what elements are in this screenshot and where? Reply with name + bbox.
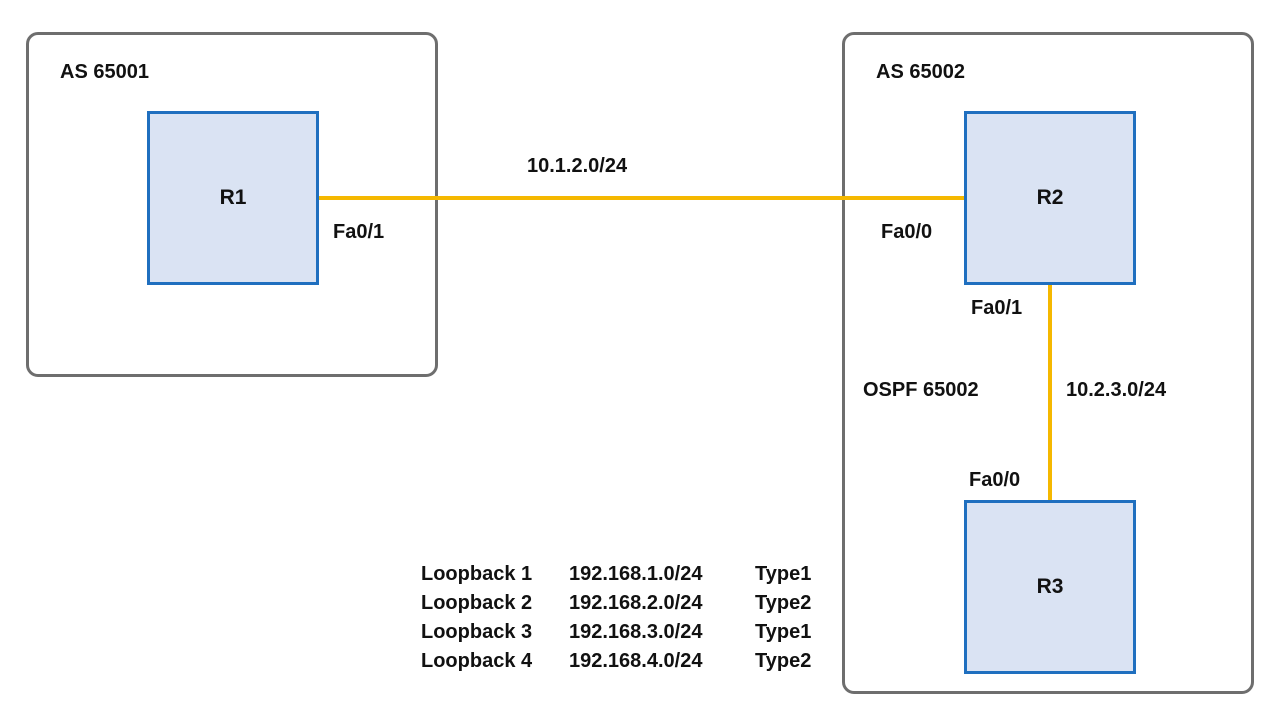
loopback-name: Loopback 4	[421, 650, 533, 672]
loopback-network: 192.168.2.0/24	[569, 592, 703, 614]
loopback-network: 192.168.1.0/24	[569, 563, 703, 585]
loopback-item: Loopback 1 192.168.1.0/24 Type1	[421, 560, 811, 589]
router-r2-label: R2	[1036, 186, 1064, 209]
as-65001-label: AS 65001	[60, 61, 149, 83]
loopback-type: Type2	[755, 592, 812, 614]
network-r2-r3-label: 10.2.3.0/24	[1066, 379, 1167, 401]
router-r1: R1	[147, 111, 319, 285]
router-r3: R3	[964, 500, 1136, 674]
ospf-area-label: OSPF 65002	[863, 379, 979, 401]
link-r2-r3	[1048, 285, 1052, 500]
loopback-item: Loopback 4 192.168.4.0/24 Type2	[421, 647, 811, 676]
loopback-name: Loopback 1	[421, 563, 533, 585]
r1-interface-fa01: Fa0/1	[333, 221, 385, 243]
loopback-name: Loopback 2	[421, 592, 533, 614]
r3-interface-fa00: Fa0/0	[969, 469, 1021, 491]
loopback-network: 192.168.4.0/24	[569, 650, 703, 672]
loopback-type: Type1	[755, 621, 812, 643]
loopback-item: Loopback 3 192.168.3.0/24 Type1	[421, 618, 811, 647]
loopback-type: Type1	[755, 563, 812, 585]
loopback-list: Loopback 1 192.168.1.0/24 Type1 Loopback…	[421, 560, 811, 676]
r2-interface-fa01: Fa0/1	[971, 297, 1023, 319]
link-r1-r2	[319, 196, 964, 200]
loopback-name: Loopback 3	[421, 621, 533, 643]
router-r3-label: R3	[1036, 575, 1064, 598]
router-r2: R2	[964, 111, 1136, 285]
router-r1-label: R1	[219, 186, 247, 209]
as-65002-label: AS 65002	[876, 61, 965, 83]
r2-interface-fa00: Fa0/0	[881, 221, 933, 243]
network-r1-r2-label: 10.1.2.0/24	[527, 155, 628, 177]
loopback-network: 192.168.3.0/24	[569, 621, 703, 643]
loopback-type: Type2	[755, 650, 812, 672]
loopback-item: Loopback 2 192.168.2.0/24 Type2	[421, 589, 811, 618]
